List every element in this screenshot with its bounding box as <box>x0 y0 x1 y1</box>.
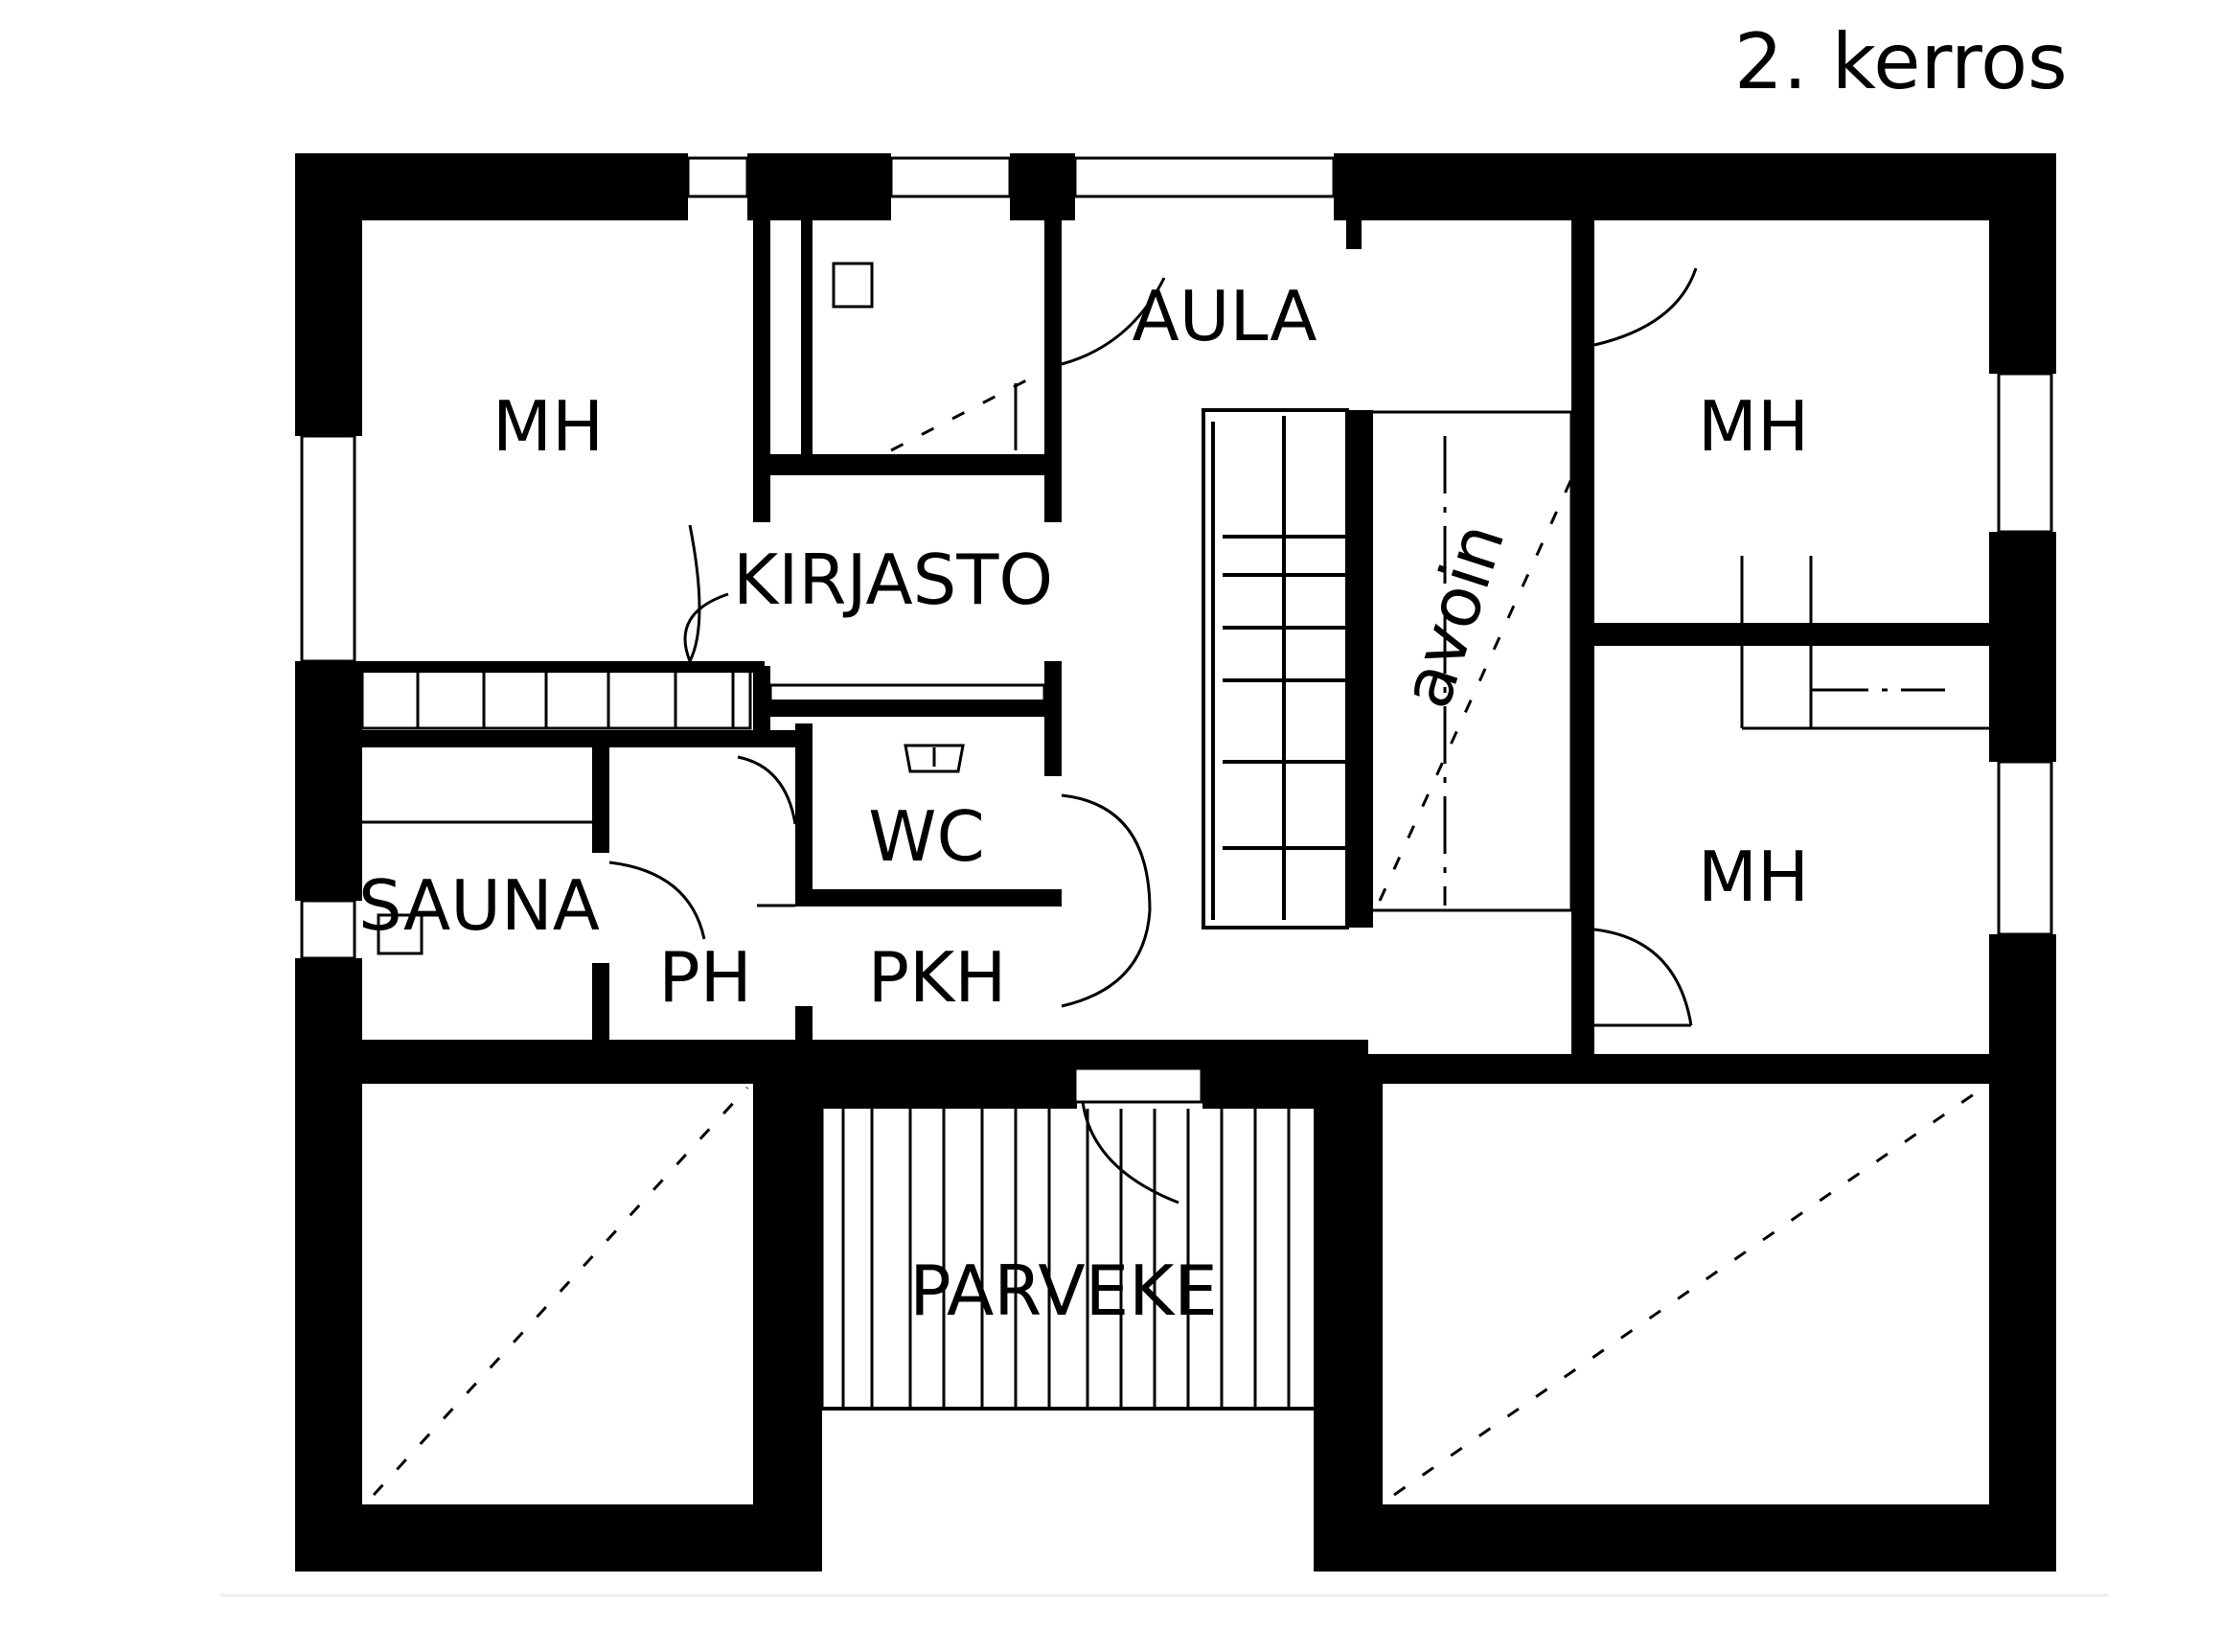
lower-walls <box>295 1040 2056 1572</box>
lower-voids <box>362 1078 1989 1504</box>
room-label-parveke: PARVEKE <box>909 1250 1218 1331</box>
room-label-mh-right-top: MH <box>1698 386 1809 467</box>
floor-title: 2. kerros <box>1734 17 2068 106</box>
staircase <box>1202 408 1349 929</box>
built-ins <box>360 556 1989 824</box>
room-label-ph: PH <box>658 937 752 1018</box>
room-label-pkh: PKH <box>868 937 1007 1018</box>
room-label-avoin: avoin <box>1385 514 1521 718</box>
room-label-mh-right-bottom: MH <box>1698 837 1809 917</box>
toilet-icon <box>904 744 965 773</box>
open-void <box>1363 410 1573 912</box>
windows <box>300 156 2053 960</box>
fixtures <box>377 262 1756 1119</box>
room-label-wc: WC <box>868 796 984 877</box>
balcony-slats <box>811 1109 1314 1411</box>
doors <box>608 267 1698 1205</box>
room-labels: MH AULA KIRJASTO MH MH avoin WC SAUNA PH… <box>358 276 1809 1331</box>
room-label-kirjasto: KIRJASTO <box>733 539 1053 620</box>
room-label-mh-left: MH <box>492 386 604 467</box>
room-label-sauna: SAUNA <box>358 865 600 946</box>
room-label-aula: AULA <box>1133 276 1317 356</box>
